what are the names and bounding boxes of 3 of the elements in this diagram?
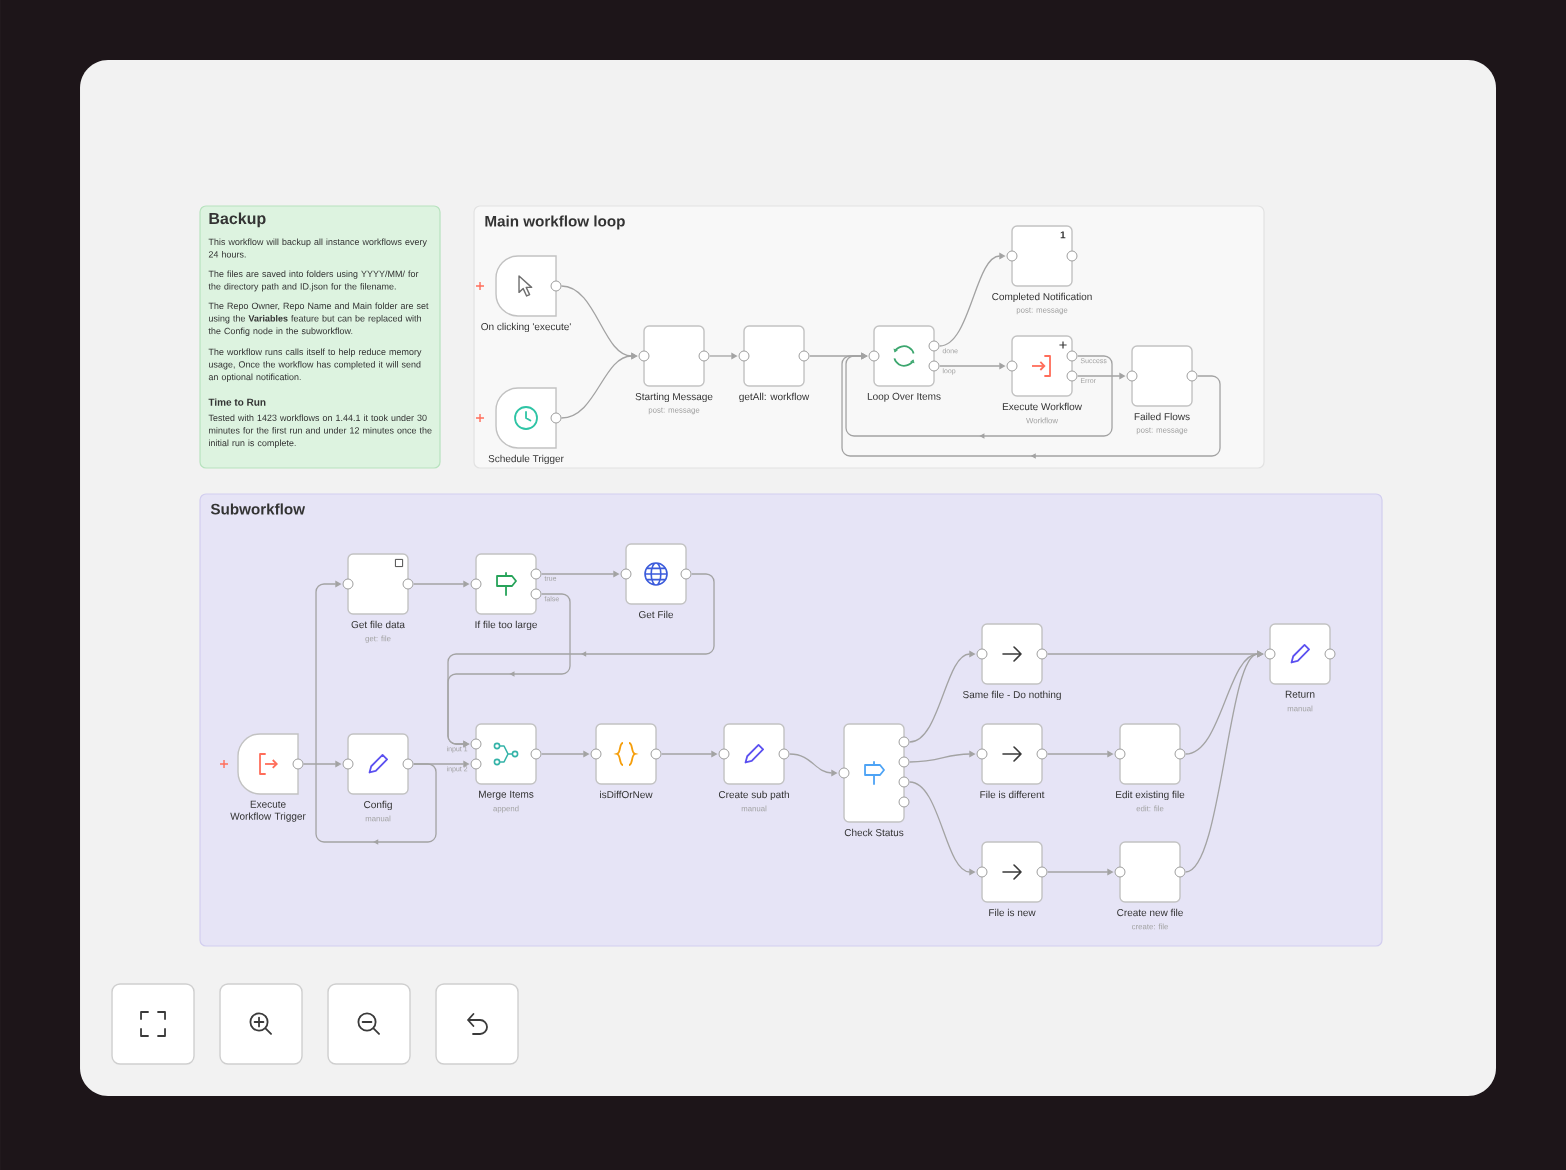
connector-arrow [315, 580, 437, 845]
connector-arrow [845, 352, 1113, 439]
note-heading: Backup [209, 212, 266, 228]
